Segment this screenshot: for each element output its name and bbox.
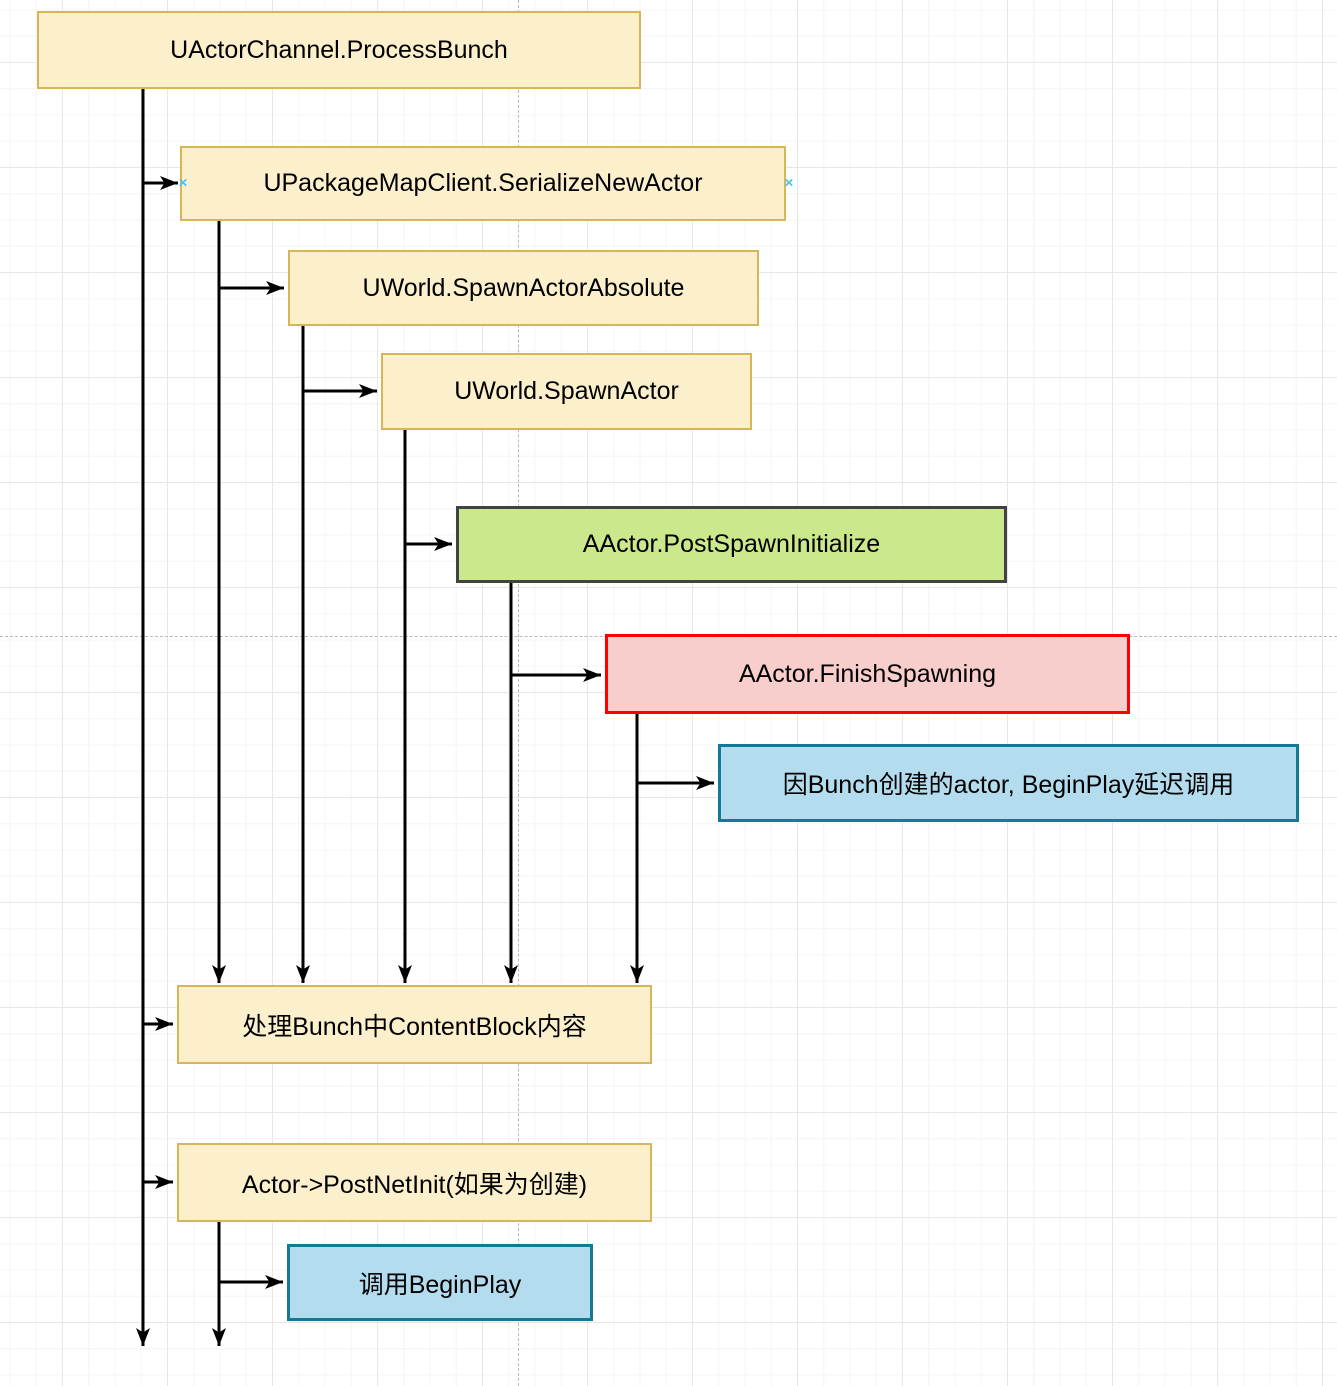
node-label: 处理Bunch中ContentBlock内容 (242, 1012, 587, 1041)
node-label: Actor->PostNetInit(如果为创建) (241, 1170, 588, 1199)
page-guide-vertical (518, 0, 519, 1386)
node-finish-spawning[interactable]: AActor.FinishSpawning (605, 634, 1130, 714)
node-label: AActor.FinishSpawning (738, 659, 997, 688)
node-label: AActor.PostSpawnInitialize (582, 530, 881, 558)
node-serialize-new-actor[interactable]: UPackageMapClient.SerializeNewActor (180, 146, 786, 221)
node-process-bunch[interactable]: UActorChannel.ProcessBunch (37, 11, 641, 89)
node-call-beginplay[interactable]: 调用BeginPlay (287, 1244, 593, 1321)
node-spawn-actor[interactable]: UWorld.SpawnActor (381, 353, 752, 430)
node-post-net-init[interactable]: Actor->PostNetInit(如果为创建) (177, 1143, 652, 1222)
node-label: UActorChannel.ProcessBunch (170, 35, 508, 64)
node-label: 调用BeginPlay (358, 1270, 522, 1299)
node-process-content-block[interactable]: 处理Bunch中ContentBlock内容 (177, 985, 652, 1064)
connection-point-icon[interactable]: × (784, 174, 794, 192)
node-label: UWorld.SpawnActor (454, 377, 679, 405)
node-post-spawn-initialize[interactable]: AActor.PostSpawnInitialize (456, 506, 1007, 583)
node-spawn-actor-absolute[interactable]: UWorld.SpawnActorAbsolute (288, 250, 759, 326)
node-label: UPackageMapClient.SerializeNewActor (263, 169, 703, 197)
node-label: 因Bunch创建的actor, BeginPlay延迟调用 (782, 771, 1235, 799)
node-label: UWorld.SpawnActorAbsolute (362, 273, 685, 302)
node-beginplay-deferred-note[interactable]: 因Bunch创建的actor, BeginPlay延迟调用 (718, 744, 1299, 822)
connection-point-icon[interactable]: × (178, 174, 188, 192)
